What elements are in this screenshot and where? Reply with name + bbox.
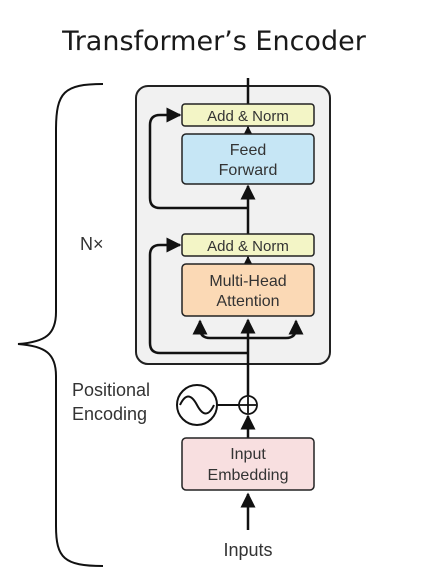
embedding-label-line2: Embedding xyxy=(208,467,289,484)
repeat-brace xyxy=(17,83,104,567)
residual-connection-bottom xyxy=(148,237,248,355)
feed-forward-label-line2: Forward xyxy=(219,162,278,179)
sine-wave-curve xyxy=(179,395,215,415)
feed-forward-label-line1: Feed xyxy=(230,142,266,159)
attention-label-line1: Multi-Head xyxy=(209,273,286,290)
attention-key-arrow xyxy=(248,319,304,340)
add-norm-bottom-label: Add & Norm xyxy=(207,238,289,255)
attention-query-arrow xyxy=(192,319,248,340)
attention-label-line2: Attention xyxy=(216,293,279,310)
repeat-label: N× xyxy=(80,234,104,254)
add-norm-top-label: Add & Norm xyxy=(207,108,289,125)
positional-encoding-label-line1: Positional xyxy=(72,380,150,400)
multi-head-attention-box xyxy=(181,263,315,317)
positional-encoding-label-line2: Encoding xyxy=(72,404,147,424)
feed-forward-box xyxy=(181,133,315,185)
input-embedding-box xyxy=(181,437,315,491)
embedding-label-line1: Input xyxy=(230,446,266,463)
encoder-layer-panel xyxy=(135,85,331,365)
inputs-label: Inputs xyxy=(223,540,272,560)
residual-connection-top xyxy=(148,107,248,210)
diagram-title: Transformer’s Encoder xyxy=(61,26,367,57)
